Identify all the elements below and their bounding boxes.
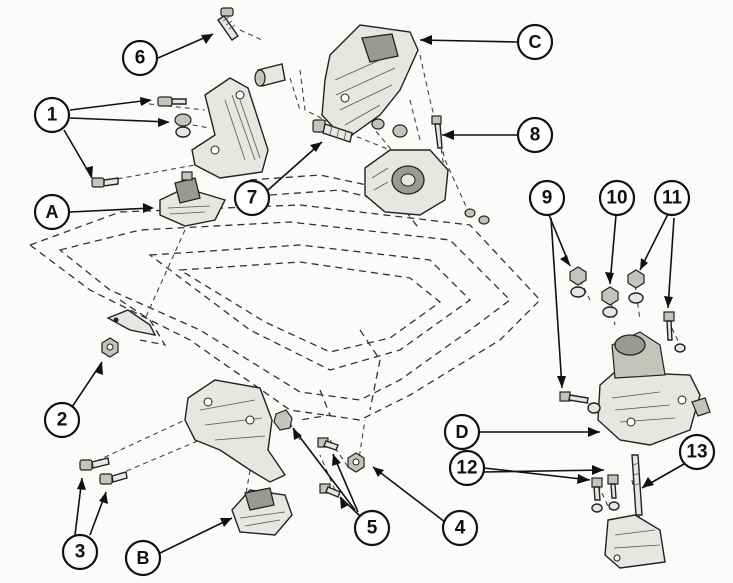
callout-6: 6: [121, 39, 159, 77]
subframe: [28, 174, 541, 421]
callout-6-label: 6: [135, 48, 146, 69]
stud-13-part: [631, 454, 643, 516]
callout-11: 11: [653, 179, 691, 217]
callout-1: 1: [33, 96, 71, 134]
bolt-7-part: [312, 119, 353, 143]
mount-c-part: [364, 149, 449, 216]
callout-10: 10: [598, 179, 636, 217]
engine-bracket-part: [191, 77, 269, 179]
callout-b: B: [124, 539, 162, 577]
fasteners-5-4: [273, 409, 365, 498]
arrowheads: [77, 34, 673, 527]
callout-8-label: 8: [530, 125, 541, 146]
callout-12: 12: [448, 449, 486, 487]
callout-2: 2: [43, 401, 81, 439]
mount-d-part: [597, 331, 701, 446]
callout-12-label: 12: [456, 458, 477, 479]
fasteners-1: [91, 96, 192, 188]
callout-7-label: 7: [247, 188, 258, 209]
callout-b-label: B: [137, 548, 150, 568]
callout-1-label: 1: [47, 105, 58, 126]
fasteners-d: [559, 266, 711, 417]
bolts-3: [79, 457, 128, 485]
callout-7: 7: [233, 179, 271, 217]
callout-3-label: 3: [75, 542, 86, 563]
bracket-b-part: [184, 379, 287, 483]
callout-9: 9: [528, 179, 566, 217]
callout-c-label: C: [529, 32, 542, 52]
mount-b-part: [231, 487, 293, 536]
callout-4: 4: [441, 509, 479, 547]
callout-2-label: 2: [57, 410, 68, 431]
lower-bracket-d-part: [604, 514, 666, 569]
callout-a: A: [33, 193, 71, 231]
bracket-c-part: [321, 24, 419, 141]
callout-4-label: 4: [455, 518, 466, 539]
callout-8: 8: [516, 116, 554, 154]
callout-5-label: 5: [367, 518, 378, 539]
callout-13: 13: [678, 433, 716, 471]
mount-a-part: [159, 171, 226, 227]
callout-10-label: 10: [606, 188, 627, 209]
callout-c: C: [516, 23, 554, 61]
callout-d: D: [443, 413, 481, 451]
bushing-part: [254, 63, 286, 87]
callout-13-label: 13: [686, 442, 707, 463]
fasteners-c: [371, 115, 490, 225]
fasteners-12: [591, 474, 620, 513]
plate-part: [106, 309, 157, 336]
bolt-6-part: [217, 7, 239, 41]
callout-3: 3: [61, 533, 99, 571]
nut-2-part: [101, 337, 119, 358]
callout-9-label: 9: [542, 188, 553, 209]
callout-a-label: A: [46, 202, 59, 222]
callout-5: 5: [353, 509, 391, 547]
callout-11-label: 11: [662, 188, 683, 209]
callout-d-label: D: [456, 422, 469, 442]
